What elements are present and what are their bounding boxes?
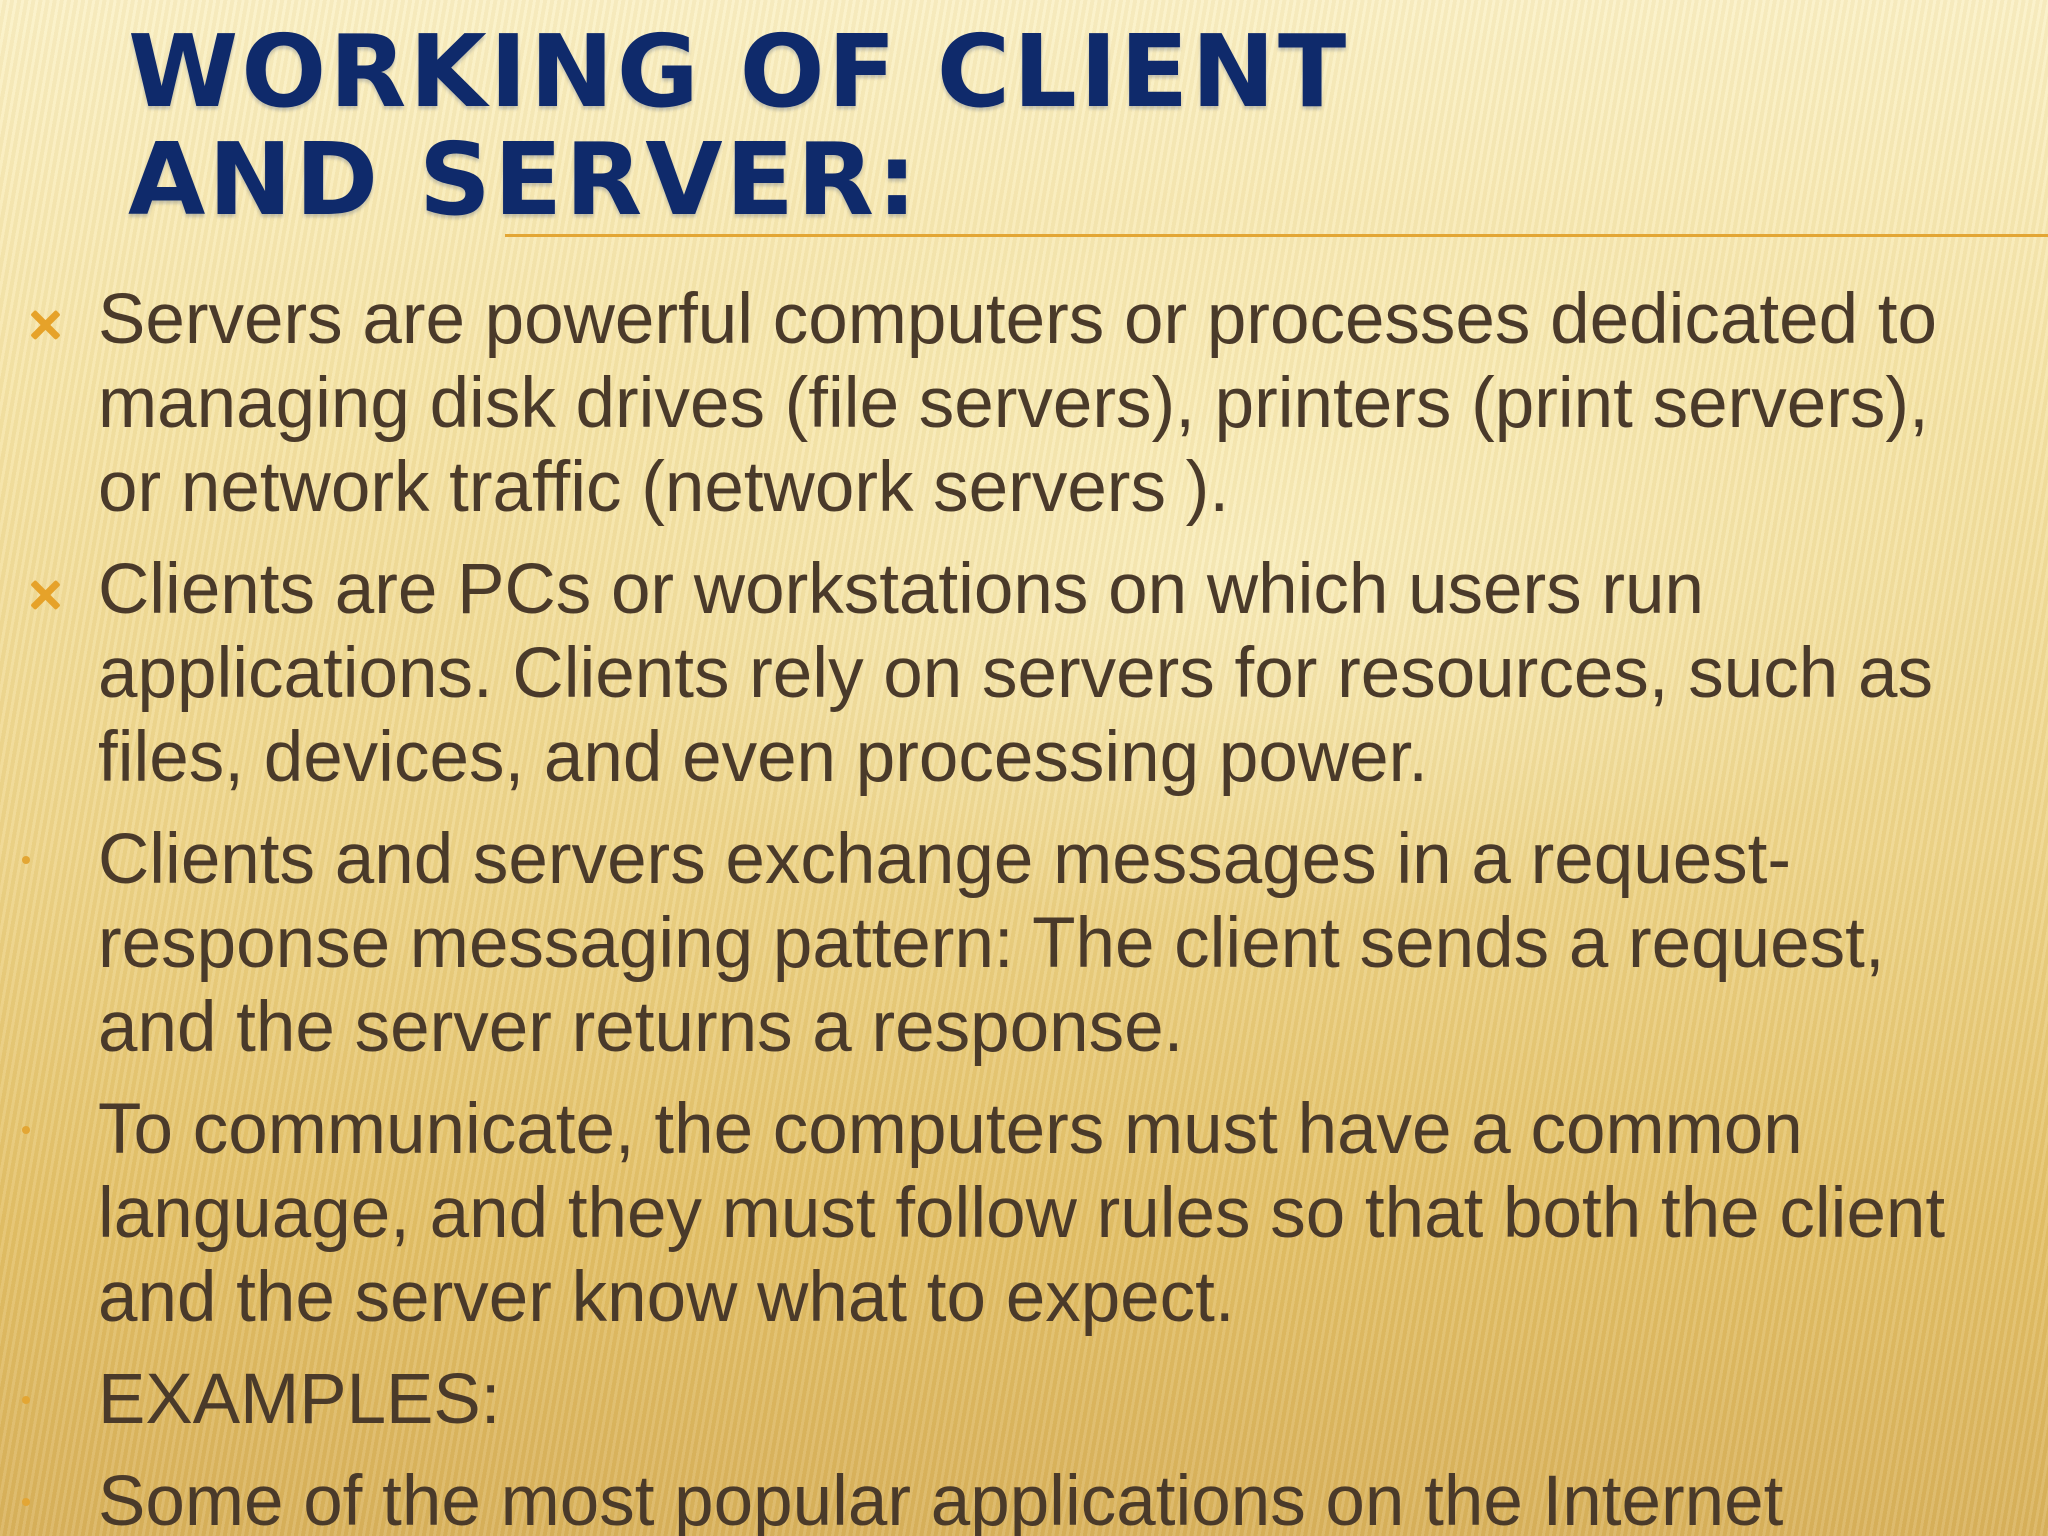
dot-bullet-icon — [22, 856, 30, 864]
bullet-text: Clients are PCs or workstations on which… — [98, 550, 1933, 797]
x-bullet-icon — [28, 578, 62, 612]
bullet-text: To communicate, the computers must have … — [98, 1090, 1946, 1337]
bullet-item: Some of the most popular applications on… — [0, 1460, 2048, 1536]
title-divider — [505, 234, 2048, 237]
bullet-item: To communicate, the computers must have … — [0, 1088, 2048, 1340]
bullet-text: EXAMPLES: — [98, 1360, 501, 1439]
bullet-item: Clients and servers exchange messages in… — [0, 818, 2048, 1070]
dot-bullet-icon — [22, 1126, 30, 1134]
bullet-text: Some of the most popular applications on… — [98, 1462, 1784, 1536]
bullet-item: Servers are powerful computers or proces… — [0, 278, 2048, 530]
slide-title: Working of Client and Server: — [128, 13, 1350, 238]
bullet-text: Servers are powerful computers or proces… — [98, 280, 1937, 527]
bullet-item: Clients are PCs or workstations on which… — [0, 548, 2048, 800]
bullet-item: EXAMPLES: — [0, 1358, 2048, 1442]
bullet-text: Clients and servers exchange messages in… — [98, 820, 1885, 1067]
dot-bullet-icon — [22, 1396, 30, 1404]
x-bullet-icon — [28, 308, 62, 342]
dot-bullet-icon — [22, 1498, 30, 1506]
bullet-list: Servers are powerful computers or proces… — [0, 278, 2048, 1536]
